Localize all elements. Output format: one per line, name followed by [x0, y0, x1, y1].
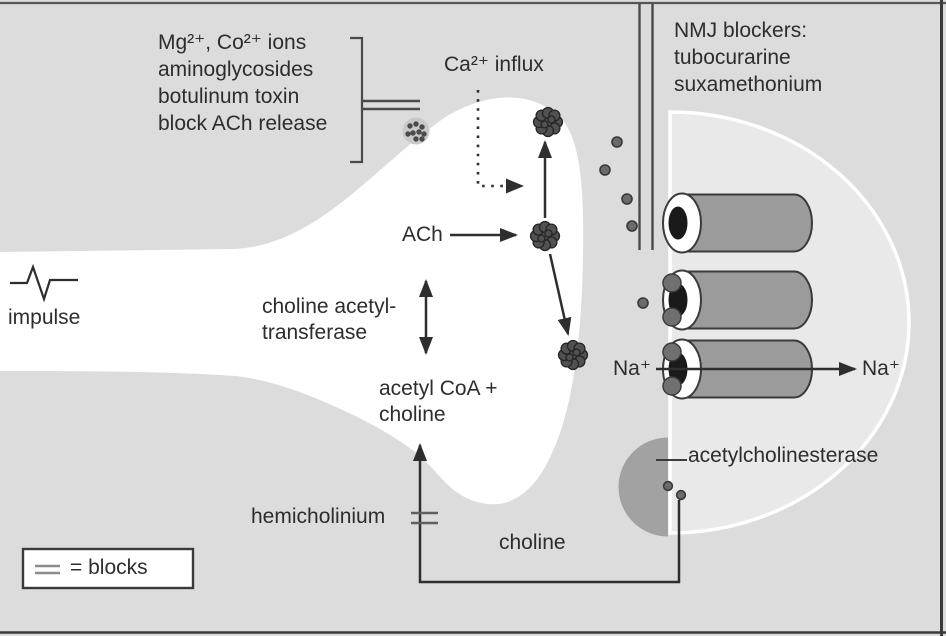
chat-label: choline acetyl- transferase [262, 294, 396, 346]
precursors-line-2: choline [379, 403, 446, 426]
presynaptic-blockers-label: Mg²⁺, Co²⁺ ions aminoglycosides botulinu… [158, 29, 327, 137]
ach-molecule-dot [611, 136, 623, 148]
vesicle-ach [529, 220, 561, 252]
ach-label: ACh [402, 223, 443, 246]
vesicle-fusing [532, 106, 564, 138]
precursors-label: acetyl CoA + choline [379, 376, 497, 428]
vesicle-blocked [402, 117, 430, 145]
legend-box [21, 547, 195, 590]
precursors-line-1: acetyl CoA + [379, 377, 498, 400]
hemicholinium-label: hemicholinium [251, 505, 386, 528]
presynaptic-blockers-line-3: botulinum toxin [158, 85, 300, 108]
block-symbol-release [363, 99, 420, 111]
acetylcholinesterase-region [618, 437, 668, 537]
presynaptic-blockers-line-4: block ACh release [158, 112, 328, 135]
presynaptic-blockers-line-2: aminoglycosides [158, 58, 314, 81]
ach-molecule-dot [626, 220, 638, 232]
ach-molecule-dot [599, 164, 611, 176]
nmj-blockers-line-3: suxamethonium [674, 73, 823, 96]
chat-line-1: choline acetyl- [262, 295, 397, 318]
nmj-blockers-line-2: tubocurarine [674, 46, 791, 69]
acetylcholinesterase-label: acetylcholinesterase [688, 444, 879, 467]
blocker-bracket [350, 36, 364, 164]
impulse-label: impulse [8, 306, 81, 329]
nmj-blockers-label: NMJ blockers: tubocurarine suxamethonium [674, 17, 822, 98]
choline-label: choline [499, 531, 566, 554]
na-left-label: Na⁺ [613, 357, 651, 380]
ach-molecule-dot [662, 480, 674, 492]
vesicle-release-arrow [548, 253, 572, 336]
presynaptic-blockers-line-1: Mg²⁺, Co²⁺ ions [158, 31, 307, 54]
ion-channel-closed [662, 192, 813, 254]
ach-molecule-dot [675, 489, 687, 501]
ca-influx-label: Ca²⁺ influx [444, 53, 544, 76]
na-right-label: Na⁺ [862, 357, 900, 380]
legend-block-symbol [35, 564, 60, 575]
legend-label: = blocks [70, 556, 148, 579]
impulse-waveform-icon [10, 263, 78, 303]
ach-molecule-dot [637, 297, 649, 309]
ion-channel-open-1 [663, 271, 812, 330]
nmj-blockers-line-1: NMJ blockers: [674, 19, 808, 42]
vesicle-releasing [557, 339, 589, 371]
chat-line-2: transferase [262, 321, 368, 344]
block-symbol-hemicholinium [411, 511, 438, 525]
ach-molecule-dot [621, 193, 633, 205]
presynaptic-terminal [0, 97, 584, 505]
ca-influx-arrowhead [506, 178, 524, 194]
